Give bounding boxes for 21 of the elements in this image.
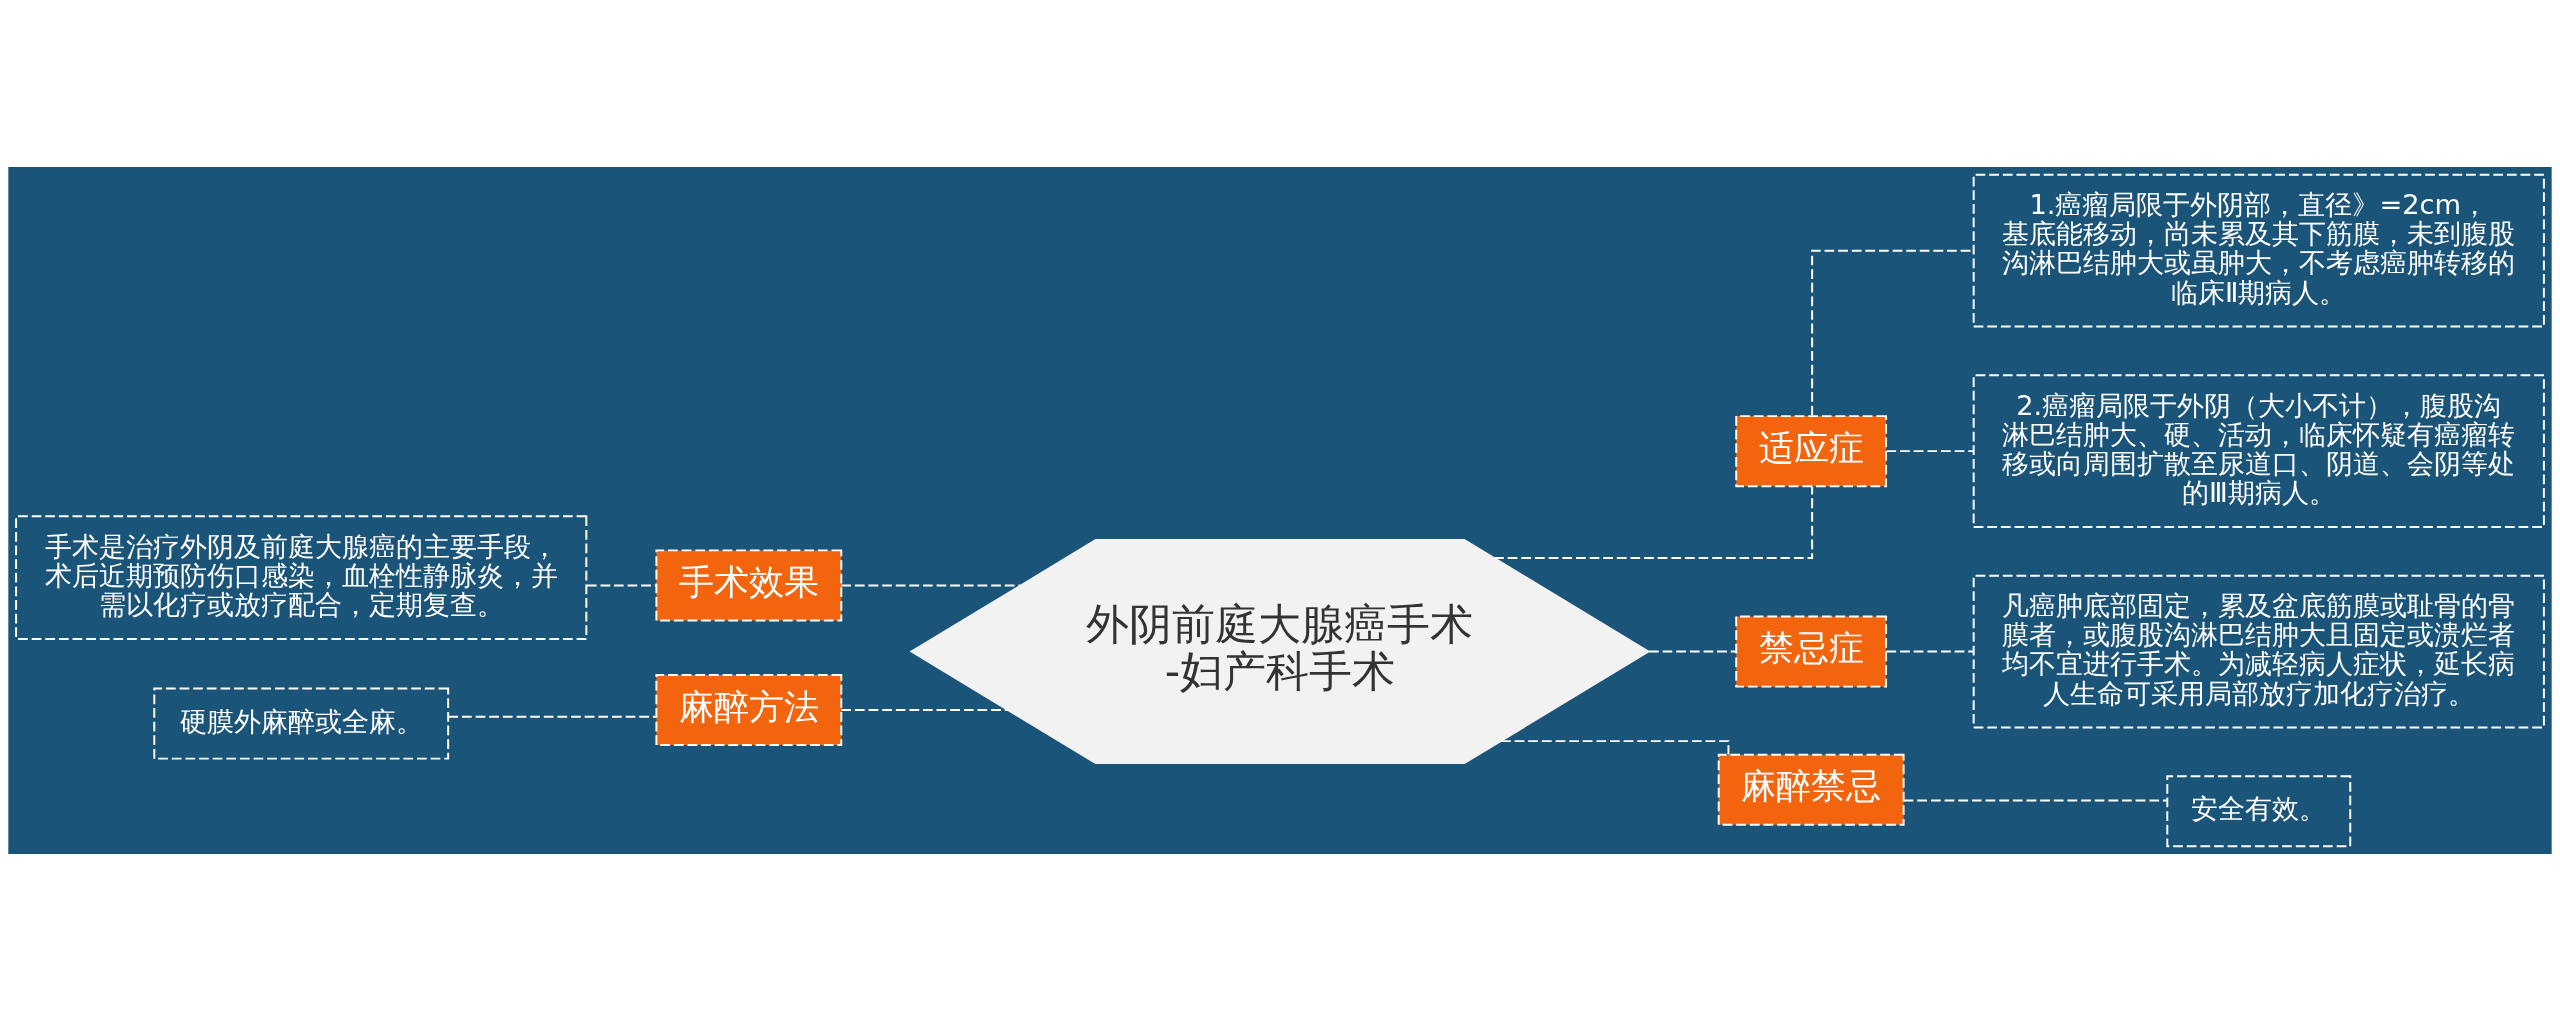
node-box: 硬膜外麻醉或全麻。 <box>153 687 450 760</box>
connector <box>840 584 1022 587</box>
connector <box>840 709 1009 711</box>
node-box: 凡癌肿底部固定，累及盆底筋膜或耻骨的骨膜者，或腹股沟淋巴结肿大且固定或溃烂者均不宜进行手术。为减轻病人症状，延长病人生命可采用局部放疗加化疗治疗。 <box>1972 574 2545 729</box>
node-box: 1.癌瘤局限于外阴部，直径》=2cm，基底能移动，尚未累及其下筋膜，未到腹股沟淋巴结肿大或虽肿大，不考虑癌肿转移的临床Ⅱ期病人。 <box>1972 173 2545 328</box>
connector <box>1902 799 2168 802</box>
connector <box>1647 650 1737 653</box>
node-box: 2.癌瘤局限于外阴（大小不计），腹股沟淋巴结肿大、硬、活动，临床怀疑有癌瘤转移或向周围扩散至尿道口、阴道、会阴等处的Ⅲ期病人。 <box>1972 374 2545 528</box>
node-box: 适应症 <box>1735 415 1888 488</box>
node-box: 禁忌症 <box>1735 615 1888 688</box>
connector <box>447 715 658 718</box>
connector <box>585 584 658 587</box>
connector <box>1493 485 1814 559</box>
connector <box>1885 450 1974 453</box>
node-box: 手术效果 <box>655 549 843 622</box>
node-box: 麻醉方法 <box>655 673 843 746</box>
node-box: 麻醉禁忌 <box>1717 753 1905 826</box>
node-box: 安全有效。 <box>2166 775 2352 848</box>
connector <box>1885 650 1974 653</box>
connector <box>1499 740 1730 756</box>
node-box: 手术是治疗外阴及前庭大腺癌的主要手段，术后近期预防伤口感染，血栓性静脉炎，并需以化疗或放疗配合，定期复查。 <box>15 515 588 640</box>
